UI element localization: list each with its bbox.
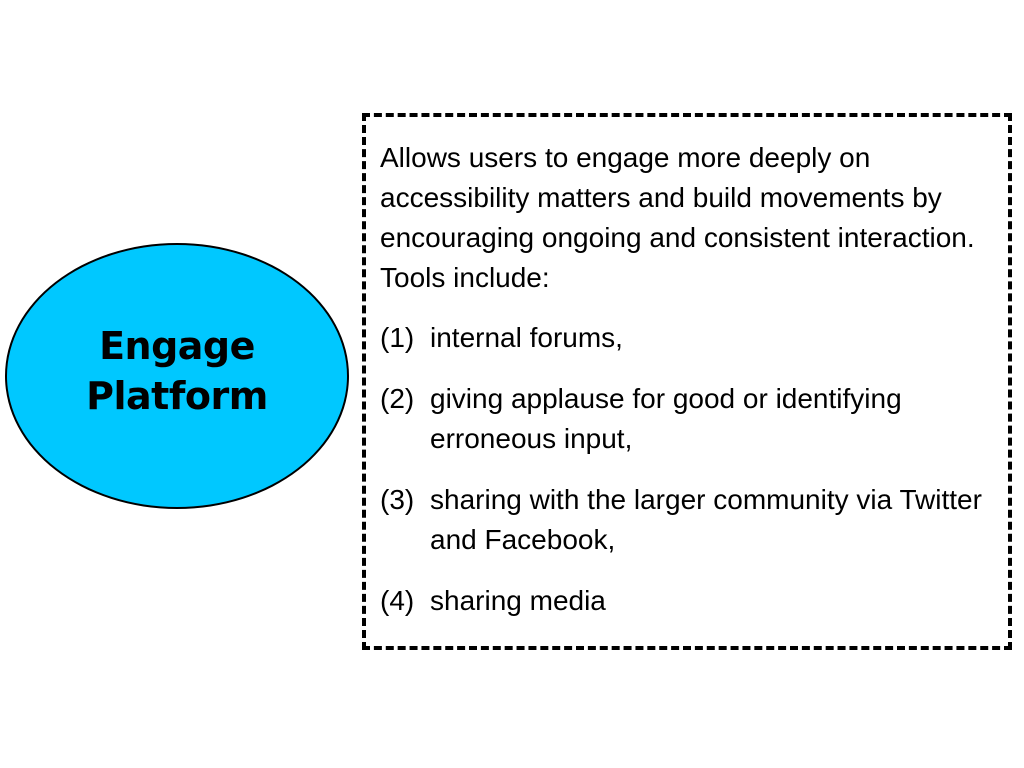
description-intro: Allows users to engage more deeply on ac…	[380, 142, 975, 293]
description-box: Allows users to engage more deeply on ac…	[362, 113, 1012, 650]
tool-item-text: sharing with the larger community via Tw…	[430, 484, 982, 555]
tool-item-text: internal forums,	[430, 322, 623, 353]
ellipse-label-line2: Platform	[86, 374, 268, 418]
tool-item-number: (1)	[380, 322, 415, 353]
tool-item-text: giving applause for good or identifying …	[430, 383, 902, 454]
tool-item-number: (3)	[380, 484, 415, 515]
tool-item-number: (2)	[380, 383, 415, 414]
tool-list-item: (3) sharing with the larger community vi…	[380, 480, 996, 560]
tool-item-number: (4)	[380, 585, 415, 616]
engage-platform-ellipse: Engage Platform	[5, 243, 349, 509]
tool-item-text: sharing media	[430, 585, 606, 616]
tool-list-item: (4) sharing media	[380, 581, 996, 621]
tool-list-item: (1) internal forums,	[380, 318, 996, 358]
tool-list-item: (2) giving applause for good or identify…	[380, 379, 996, 459]
ellipse-label-line1: Engage	[99, 324, 255, 368]
ellipse-label: Engage Platform	[86, 321, 268, 421]
